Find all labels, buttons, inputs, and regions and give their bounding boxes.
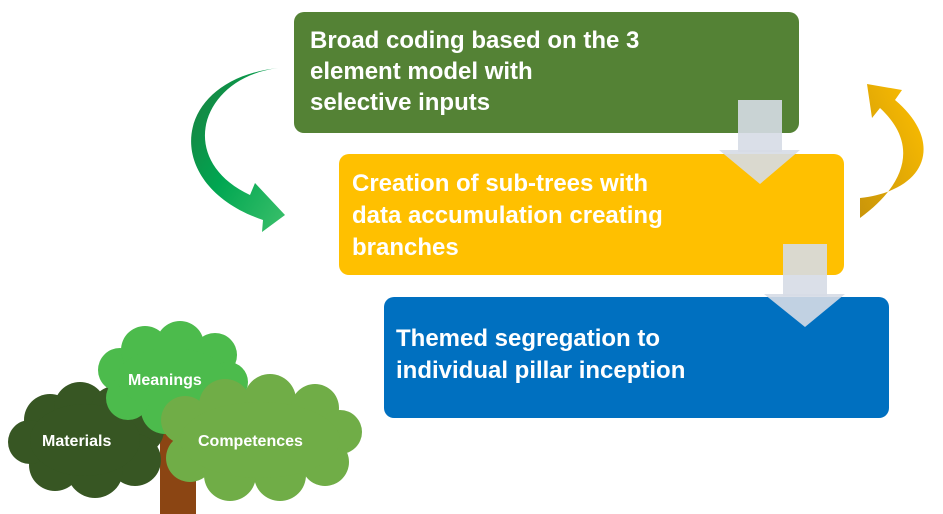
step-2-text: Creation of sub-trees with data accumula… [352, 170, 663, 261]
competences-foliage [161, 374, 362, 501]
meanings-label: Meanings [128, 372, 202, 389]
materials-label: Materials [42, 433, 111, 450]
tree-illustration: Meanings Materials Competences [8, 321, 362, 514]
right-curved-arrow [860, 84, 924, 218]
competences-label: Competences [198, 433, 303, 450]
step-1-text: Broad coding based on the 3 element mode… [310, 27, 640, 116]
materials-foliage [8, 382, 164, 498]
down-arrow-2 [764, 244, 845, 327]
step-3-text: Themed segregation to individual pillar … [396, 325, 686, 384]
step-3-box: Themed segregation to individual pillar … [384, 297, 889, 418]
step-1-box: Broad coding based on the 3 element mode… [294, 12, 799, 133]
left-curved-arrow [191, 68, 285, 232]
down-arrow-1 [719, 100, 800, 184]
